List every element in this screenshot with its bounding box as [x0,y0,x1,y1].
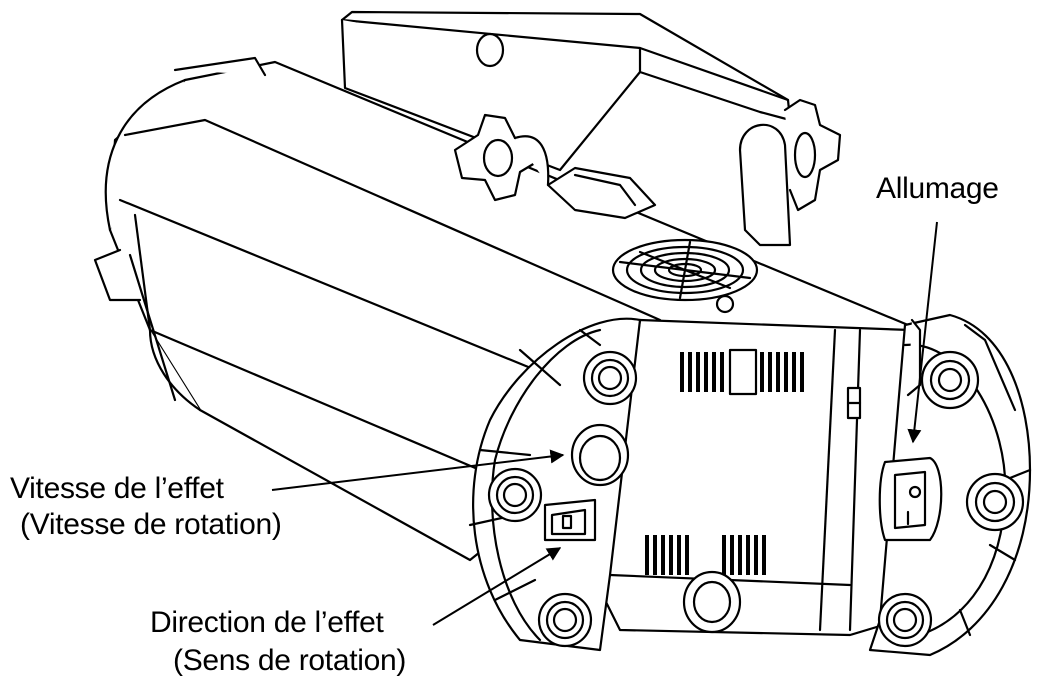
bottom-knob [682,570,742,634]
direction-pointer-arrow [432,547,562,626]
mount-bolt [487,350,638,648]
direction-switch [543,498,597,542]
vent-slots-upper [680,352,804,392]
end-cap-right [868,313,1032,657]
fixture-body [93,56,922,562]
power-pointer-arrow [907,221,938,444]
speed-knob [570,423,630,487]
bracket-arm-right [738,123,792,247]
power-switch [878,456,943,542]
lock-knob-left [453,113,550,202]
mounting-bracket [340,10,792,172]
direction-label-line2: (Sens de rotation) [173,644,407,677]
fan-grille-icon [611,238,759,314]
speed-pointer-arrow [271,449,565,491]
label-plate [728,348,758,396]
handle-clip [546,166,657,220]
power-label: Allumage [876,172,999,205]
mount-bolt [877,350,1025,648]
speed-label-line1: Vitesse de l’effet [10,472,224,505]
lock-knob-right [783,98,842,212]
vent-slots-lower [645,535,766,575]
speed-label-line2: (Vitesse de rotation) [20,508,282,541]
bracket-hole [475,32,505,68]
direction-label-line1: Direction de l’effet [150,606,384,639]
